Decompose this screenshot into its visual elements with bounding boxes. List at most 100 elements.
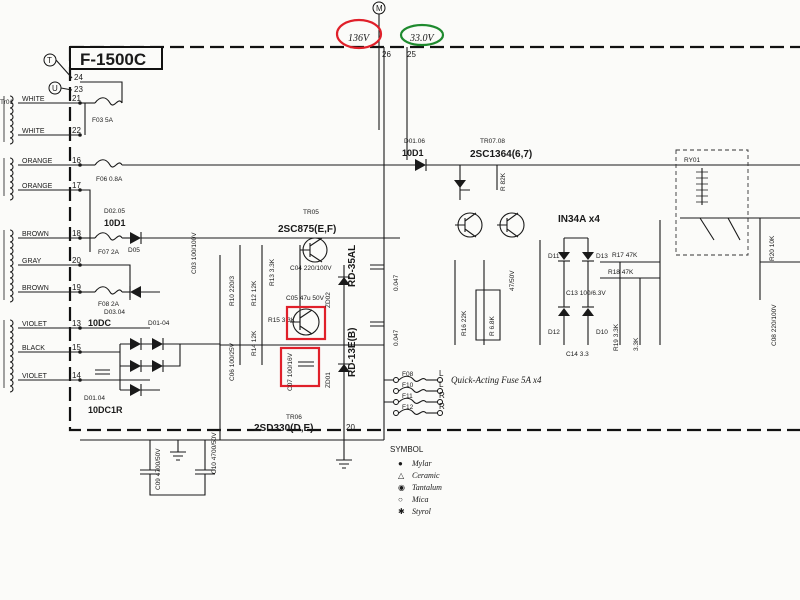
zener-zd02-label: ZD02	[325, 292, 332, 308]
diodes-in34a	[558, 237, 594, 345]
wire-color-label: ORANGE	[22, 158, 53, 165]
caps-big	[140, 469, 215, 475]
cap-c06-label: C06 100/25V	[229, 342, 236, 381]
fuse-bank-fuse	[398, 397, 427, 404]
transistor-tr0708-type: 2SC1364(6,7)	[470, 149, 532, 160]
diode-tr07	[454, 180, 466, 188]
cap-047-b	[370, 321, 384, 327]
transformer-coil	[9, 229, 14, 303]
cap-47-50v-label: 47/50V	[509, 270, 516, 291]
cap-mid-label: C13 100/6.3V	[566, 290, 606, 297]
cap-big-2-label: C10 4700/50V	[211, 432, 218, 474]
legend-item-label: Tantalum	[412, 483, 442, 492]
fuse-f03	[94, 97, 123, 106]
diode-d0104-ref: D01-04	[148, 320, 170, 327]
res-r10-label: R10 220/3	[229, 276, 236, 306]
zener-zd01-lead	[338, 345, 350, 440]
wire-right-resistors	[600, 220, 661, 345]
model-box	[69, 46, 163, 70]
fuse-f06-label: F06 0.8A	[96, 176, 123, 183]
bridge-rectifier	[119, 338, 221, 440]
cap-047-b-label: 0.047	[393, 329, 400, 346]
fuse-bank-fuse	[398, 386, 427, 393]
diode-d0106	[415, 159, 426, 171]
wire-relay-right	[759, 218, 800, 300]
wire-pin-label: 13	[72, 319, 81, 328]
transistor-tr08-leads	[497, 212, 519, 238]
wire-color-label: BROWN	[22, 285, 49, 292]
fuse-bank-side: L	[439, 369, 444, 378]
diode-bridge-type: 10DC1R	[88, 405, 123, 415]
diode-d12: D12	[548, 329, 560, 336]
legend-item-label: Mylar	[411, 459, 432, 468]
res-r19-label: R19 3.3K	[613, 323, 620, 351]
diode-d10: D10	[596, 329, 608, 336]
terminal-t-label: T	[47, 56, 52, 65]
fuse-bank-node	[393, 377, 399, 383]
legend-item-label: Ceramic	[412, 471, 440, 480]
fuse-bank-id: F10	[402, 382, 414, 389]
res-r20-label: R20 10K	[769, 235, 776, 261]
wire-f03-loop	[80, 81, 123, 103]
legend-symbol-icon: ○	[398, 495, 403, 504]
wire-color-label: VIOLET	[22, 373, 48, 380]
wire-color-label: ORANGE	[22, 183, 53, 190]
wire-pin-label: 14	[72, 371, 81, 380]
relay-coil-turns	[696, 171, 708, 203]
fuse-f06	[94, 159, 123, 168]
wire-pin-label: 16	[72, 156, 81, 165]
res-r17-label: R17 47K	[612, 252, 638, 259]
transistor-tr06-leads	[290, 309, 313, 335]
node-pin-20: 20	[346, 423, 355, 432]
zener-zd02-lead	[338, 265, 350, 345]
wire-color-label: VIOLET	[22, 321, 48, 328]
res-r13-label: R13 3.3K	[269, 258, 276, 286]
wire-big-caps-bottom	[149, 474, 206, 496]
cap-c07-label: C07 100/16V	[287, 352, 294, 391]
cap-big-1-label: C09 4700/50V	[155, 448, 162, 490]
transformer-tag: Tr01	[0, 99, 14, 106]
wire-pin-label: 22	[72, 126, 81, 135]
pin-24-label: 24	[74, 73, 83, 82]
fuse-bank-feed	[384, 379, 393, 403]
cap-c03-label: C03 100/100V	[191, 232, 198, 274]
relay-contacts	[699, 217, 741, 241]
transistor-tr05-ref: TR05	[303, 209, 319, 216]
diode-d0205-type: 10D1	[104, 218, 126, 228]
transistor-tr07-leads	[455, 212, 477, 238]
wire-t	[55, 59, 73, 79]
ground-symbol-left	[170, 440, 186, 461]
relay-ry01-box	[675, 149, 749, 256]
transistor-tr06-type: 2SD330(D,E)	[254, 423, 313, 434]
fuse-f07	[94, 232, 123, 241]
pin-25-label: 25	[407, 50, 416, 59]
pin-23-label: 23	[74, 85, 83, 94]
wire-pin-label: 19	[72, 283, 81, 292]
wire-color-label: BLACK	[22, 345, 45, 352]
wire-pin-label: 21	[72, 94, 81, 103]
test-point-m-label: M	[376, 4, 383, 13]
fuse-bank-id: F12	[402, 404, 414, 411]
transistor-tr05-leads	[300, 237, 323, 263]
fuse-bank-node	[393, 399, 399, 405]
fuse-bank-terminal	[437, 388, 443, 394]
transformer-coil	[9, 319, 14, 393]
transformer-windings	[3, 95, 14, 393]
transistor-tr05-type: 2SC875(E,F)	[278, 224, 336, 235]
wire-17	[80, 189, 91, 252]
fuse-bank-label: Quick-Acting Fuse 5A x4	[451, 375, 542, 385]
legend-symbol-icon: ●	[398, 459, 403, 468]
fuse-bank-terminal	[437, 410, 443, 416]
zener-zd01-label: ZD01	[325, 372, 332, 388]
cap-rt-label: C14 3.3	[566, 351, 589, 358]
res-r12-label: R12 12K	[251, 280, 258, 306]
wire-big-caps	[149, 440, 206, 470]
diode-d0304-ref: D03.04	[104, 309, 125, 316]
fuse-bank-fuse	[398, 408, 427, 415]
cap-c04-label: C04 220/100V	[290, 265, 332, 272]
wire-color-label: BROWN	[22, 231, 49, 238]
wire-pin-label: 15	[72, 343, 81, 352]
